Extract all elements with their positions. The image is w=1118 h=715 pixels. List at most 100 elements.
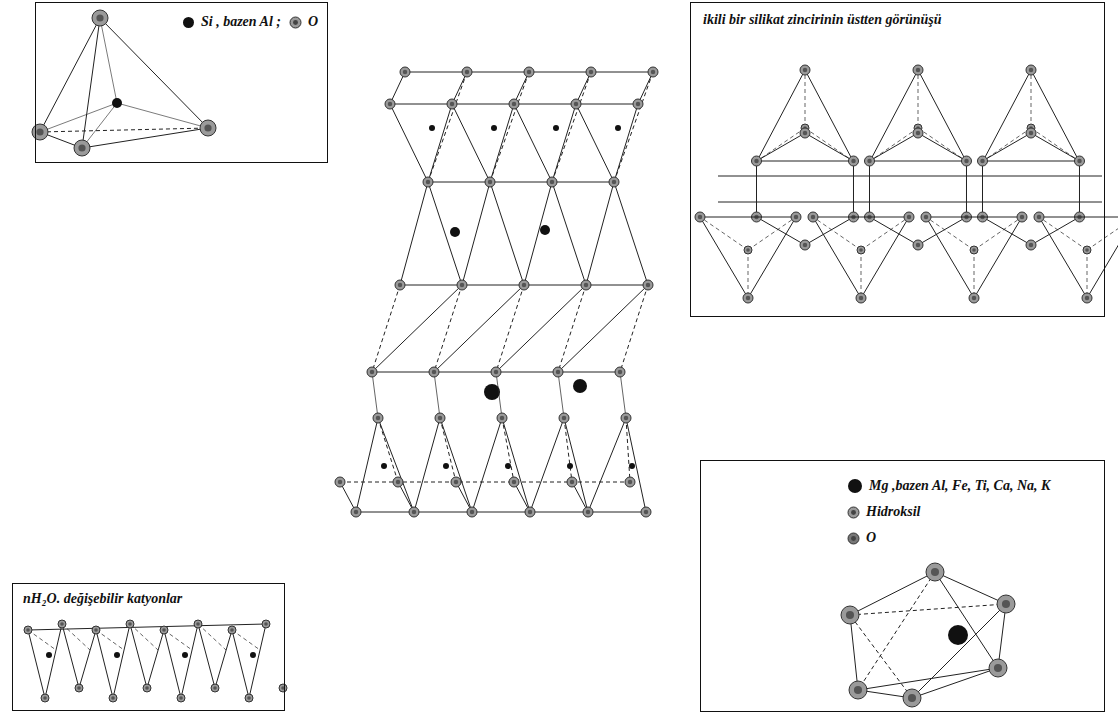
oxygen-atom-core — [754, 159, 759, 164]
bond-line — [935, 572, 998, 668]
legend-symbol — [182, 16, 195, 29]
oxygen-atom-core — [512, 102, 517, 107]
oxygen-atom-core — [931, 568, 939, 576]
cation-dot — [450, 227, 460, 237]
bond-line — [1079, 161, 1080, 217]
bond-line — [428, 182, 462, 285]
legend-row: ikili bir silikat zincirinin üstten görü… — [701, 11, 944, 29]
oxygen-atom — [857, 246, 865, 254]
oxygen-atom — [904, 212, 914, 222]
bond-line — [858, 668, 998, 690]
oxygen-atom — [75, 684, 83, 692]
bond-line — [340, 482, 630, 483]
oxygen-atom-core — [527, 70, 532, 75]
figure-panel: nH₂O. değişebilir katyonlar — [12, 583, 285, 711]
oxygen-atom — [856, 293, 866, 303]
oxygen-atom — [126, 620, 134, 628]
oxygen-atom-core — [512, 480, 517, 485]
oxygen-atom — [808, 212, 818, 222]
oxygen-atom — [559, 413, 569, 423]
cation-dot — [182, 652, 188, 658]
bond-line — [147, 630, 164, 688]
bond-line — [700, 217, 796, 218]
cation-dot — [381, 463, 387, 469]
cation-symbol — [183, 17, 194, 28]
bond-line — [805, 70, 853, 161]
bond-line — [198, 624, 215, 688]
oxygen-atom-core — [230, 628, 234, 632]
bond-line — [524, 182, 552, 285]
bond-line — [552, 72, 591, 182]
oxygen-atom-core — [586, 510, 591, 515]
bond-line — [966, 161, 967, 217]
oxygen-atom-core — [562, 416, 567, 421]
oxygen-atom-core — [924, 215, 929, 220]
bond-line — [181, 624, 198, 698]
oxygen-atom — [848, 156, 858, 166]
oxygen-atom-core — [354, 510, 359, 515]
oxygen-atom — [245, 694, 253, 702]
bond-line — [813, 217, 861, 298]
oxygen-atom — [752, 156, 762, 166]
cation-dot — [567, 463, 573, 469]
bond-line — [1031, 133, 1079, 161]
oxygen-atom — [409, 507, 419, 517]
bond-line — [558, 372, 564, 418]
bond-line — [870, 133, 918, 161]
figure-panel: Si , bazen Al ;O — [35, 2, 328, 163]
bond-line — [440, 418, 472, 512]
oxygen-atom-core — [60, 622, 64, 626]
figure-panel: Mg ,bazen Al, Fe, Ti, Ca, Na, KHidroksil… — [700, 460, 1105, 712]
oxygen-atom — [92, 626, 100, 634]
oxygen-atom-core — [264, 622, 268, 626]
oxygen-atom-core — [794, 215, 799, 220]
oxygen-atom — [1074, 156, 1084, 166]
bond-line — [983, 70, 1031, 161]
oxygen-atom — [695, 212, 705, 222]
bond-line — [564, 418, 588, 512]
bond-line — [700, 217, 748, 250]
cation-dot — [629, 463, 635, 469]
bond-line — [718, 176, 1102, 177]
oxygen-atom — [648, 67, 658, 77]
legend-text: O — [864, 529, 878, 547]
oxygen-atom — [395, 280, 405, 290]
bond-line — [870, 128, 918, 161]
oxygen-atom-core — [26, 628, 30, 632]
bond-line — [530, 418, 564, 512]
bond-line — [700, 217, 748, 298]
oxygen-atom-core — [916, 68, 921, 73]
oxygen-atom — [335, 477, 345, 487]
oxygen-atom — [969, 293, 979, 303]
oxygen-atom — [109, 694, 117, 702]
bond-line — [414, 418, 440, 512]
bond-line — [974, 217, 1022, 250]
bond-line — [757, 70, 805, 161]
bond-line — [576, 104, 614, 182]
bond-line — [434, 372, 440, 418]
oxygen-atom — [262, 620, 270, 628]
oxygen-atom — [1017, 212, 1027, 222]
oxygen-atom-core — [370, 370, 375, 375]
bond-line — [62, 624, 90, 650]
oxygen-atom — [497, 413, 507, 423]
bond-line — [434, 285, 524, 372]
bond-line — [82, 128, 208, 148]
oxygen-atom — [200, 120, 216, 136]
oxygen-atom — [978, 156, 988, 166]
oxygen-atom — [1026, 128, 1036, 138]
legend-row: O — [841, 529, 878, 547]
oxygen-atom-core — [1020, 215, 1025, 220]
oxygen-atom — [467, 507, 477, 517]
bond-line — [428, 104, 452, 182]
oxygen-atom-core — [570, 480, 575, 485]
oxygen-atom-core — [550, 180, 555, 185]
oxygen-atom — [1082, 293, 1092, 303]
oxygen-atom — [800, 240, 810, 250]
oxygen-atom-core — [972, 296, 977, 301]
oxygen-atom — [609, 177, 619, 187]
legend-symbol — [847, 478, 863, 494]
bond-line — [869, 161, 870, 217]
bond-line — [861, 250, 862, 298]
bond-line — [614, 182, 648, 285]
